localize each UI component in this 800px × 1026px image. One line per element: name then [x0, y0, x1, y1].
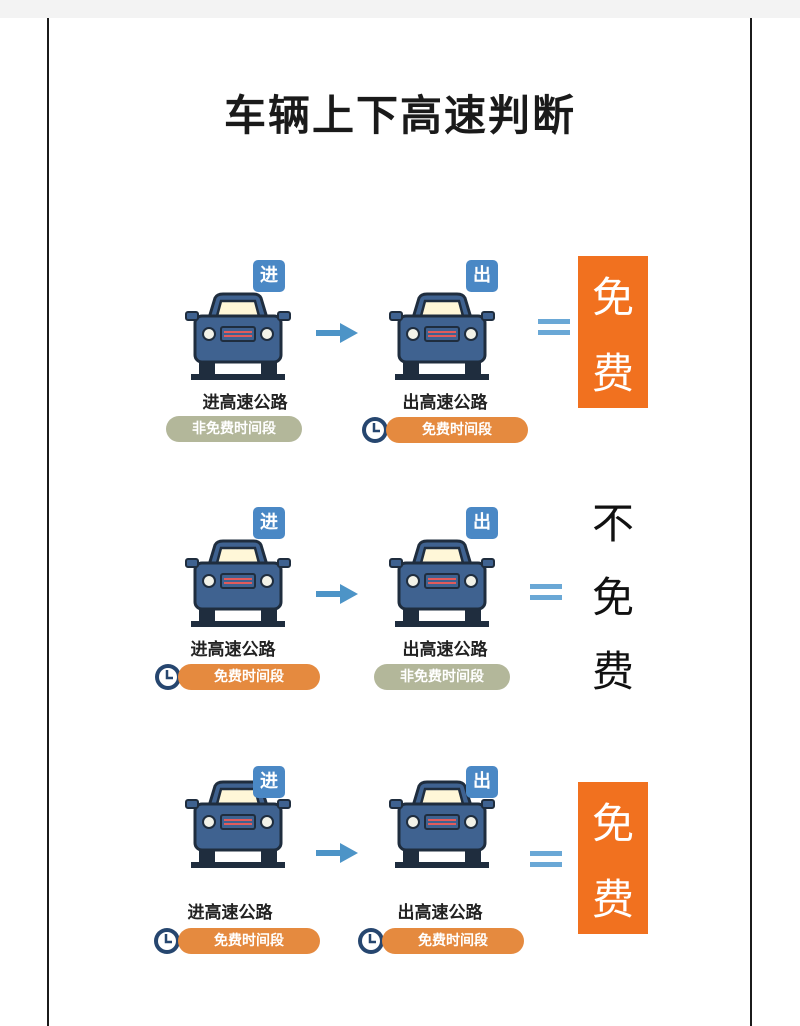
right-border	[750, 18, 752, 1026]
exit-highway-label: 出高速公路	[402, 393, 488, 413]
top-strip	[0, 0, 800, 18]
result-not-free: 不 免 费	[583, 487, 643, 709]
enter-highway-label: 进高速公路	[202, 393, 288, 413]
scenario-row-1: 进 进高速公路 非免费时间段 出 出高速公路 免费时间段 免 费	[0, 250, 800, 490]
result-char: 免	[591, 798, 634, 848]
enter-highway-label: 进高速公路	[190, 640, 276, 660]
enter-badge: 进	[253, 766, 285, 798]
result-free-box: 免 费	[578, 782, 648, 934]
arrow-right-icon	[316, 583, 358, 605]
result-char: 费	[591, 348, 634, 398]
car-icon	[183, 282, 293, 392]
car-icon	[387, 282, 497, 392]
exit-period-pill: 非免费时间段	[374, 664, 510, 690]
exit-badge: 出	[466, 260, 498, 292]
enter-badge: 进	[253, 507, 285, 539]
equals-icon	[530, 848, 562, 870]
result-char: 费	[591, 647, 634, 696]
exit-highway-label: 出高速公路	[402, 640, 488, 660]
enter-highway-label: 进高速公路	[187, 903, 273, 923]
result-free-box: 免 费	[578, 256, 648, 408]
arrow-right-icon	[316, 842, 358, 864]
enter-period-pill: 免费时间段	[178, 664, 320, 690]
left-border	[47, 18, 49, 1026]
car-icon	[387, 529, 497, 639]
result-char: 免	[591, 573, 634, 622]
arrow-right-icon	[316, 322, 358, 344]
scenario-row-2: 进 进高速公路 免费时间段 出 出高速公路 非免费时间段 不 免 费	[0, 497, 800, 737]
result-char: 免	[591, 272, 634, 322]
result-char: 不	[591, 499, 634, 548]
exit-badge: 出	[466, 507, 498, 539]
scenario-row-3: 进 进高速公路 免费时间段 出 出高速公路 免费时间段 免 费	[0, 762, 800, 1002]
result-char: 费	[591, 874, 634, 924]
equals-icon	[530, 581, 562, 603]
enter-period-pill: 非免费时间段	[166, 416, 302, 442]
exit-period-pill: 免费时间段	[382, 928, 524, 954]
enter-period-pill: 免费时间段	[178, 928, 320, 954]
enter-badge: 进	[253, 260, 285, 292]
page-title: 车辆上下高速判断	[223, 91, 576, 140]
equals-icon	[538, 316, 570, 338]
exit-badge: 出	[466, 766, 498, 798]
car-icon	[183, 529, 293, 639]
exit-period-pill: 免费时间段	[386, 417, 528, 443]
exit-highway-label: 出高速公路	[397, 903, 483, 923]
